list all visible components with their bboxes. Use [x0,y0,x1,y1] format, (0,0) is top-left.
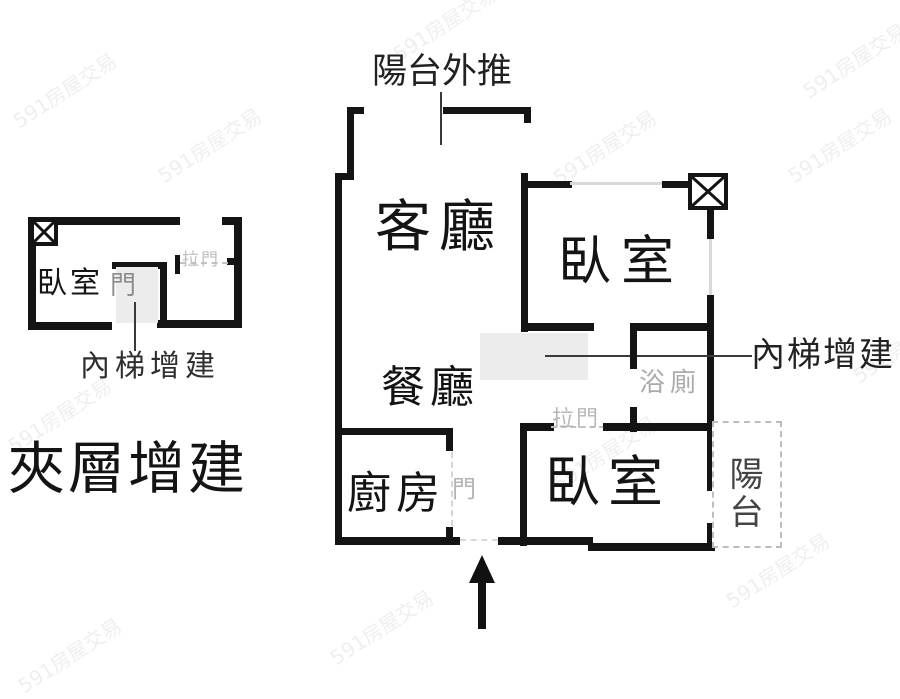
balcony-outline [712,421,782,548]
entrance-arrow-icon [469,555,495,629]
balcony-pushout-pointer-line [440,92,442,145]
mezzanine-right-wall [234,217,242,323]
watermark: 591房屋交易 [8,48,122,134]
bathroom-left-wall-b [630,407,637,432]
bedroom-lower-top-wall-a [520,423,554,431]
bedroom-upper-window [570,182,664,185]
dining-room-label: 餐廳 [381,362,479,413]
watermark: 591房屋交易 [325,585,439,671]
main-bottom-wall-c [588,543,715,551]
mezzanine-top-wall-left [28,217,180,225]
bedroom-lower-label: 臥室 [545,450,672,514]
bedroom-upper-top-wall-b [662,181,690,188]
mezzanine-stairs-area [116,267,158,323]
watermark: 591房屋交易 [798,18,900,104]
mezzanine-stairs-pointer-line [134,302,136,351]
mezzanine-bottom-wall-left [28,322,112,330]
main-right-wall-a [707,209,714,239]
main-bottom-wall-b [498,537,593,545]
floor-plan-image: 591房屋交易 591房屋交易 591房屋交易 591房屋交易 591房屋交易 … [3,0,900,699]
main-topright-stub [524,107,531,123]
main-bottom-wall-a [335,537,460,545]
bedroom-upper-bottom-wall-b [630,323,711,331]
main-right-wall-b [707,295,714,491]
mezzanine-bedroom-label: 臥室 [37,266,103,301]
kitchen-door-label: 門 [452,475,476,503]
mezzanine-sliding-door-dashes [180,262,228,264]
watermark: 591房屋交易 [548,105,662,191]
main-right-wall-c [707,523,714,551]
main-left-wall-jog [335,173,354,180]
window-icon [688,173,728,210]
mezzanine-inner-wall-h [112,262,167,269]
mezzanine-door-post [175,255,180,274]
mezzanine-slide-stub [227,258,235,265]
balcony-pushout-note: 陽台外推 [372,52,513,92]
bedroom-lower-left-wall [520,423,527,546]
mezzanine-bottom-wall-right [157,320,242,328]
watermark: 591房屋交易 [783,103,897,189]
living-room-label: 客廳 [375,195,503,260]
main-left-wall [335,173,342,544]
bedroom-upper-bottom-wall-a [521,323,594,331]
bedroom-upper-top-wall-a [528,181,572,188]
kitchen-top-wall [335,428,453,435]
living-right-wall [521,173,528,332]
watermark: 591房屋交易 [13,613,127,699]
kitchen-door-opening [451,452,453,526]
bedroom-upper-label: 臥室 [558,231,684,292]
mezzanine-left-wall [28,217,36,330]
main-top-wall [443,107,531,114]
balcony-label: 陽台 [723,456,763,532]
bedroom-lower-top-wall-b [603,423,714,431]
bedroom-lower-sliding-door-dashes [551,426,605,428]
mezzanine-door-label: 門 [110,271,137,301]
bathroom-label: 浴廁 [639,368,702,398]
mezzanine-title: 夾層增建 [8,436,248,502]
entrance-opening [460,539,498,541]
bedroom-lower-sliding-door-label: 拉門 [552,407,601,432]
main-left-wall-upper [347,107,354,177]
kitchen-right-stub-b [446,527,453,544]
window-icon [30,218,58,246]
kitchen-right-stub-a [446,428,453,451]
stairs-pointer-line [545,355,752,357]
kitchen-label: 廚房 [347,468,445,519]
main-stairs-note: 內梯增建 [751,335,895,375]
main-right-window [709,239,712,296]
mezzanine-top-wall-right [222,217,242,225]
watermark: 591房屋交易 [153,103,267,189]
mezzanine-stairs-note: 內梯增建 [80,349,220,384]
main-topleft-stub [347,107,364,114]
mezzanine-inner-wall-v [160,262,167,322]
bathroom-left-wall-a [630,331,637,369]
mezzanine-sliding-door-label: 拉門 [182,250,220,270]
